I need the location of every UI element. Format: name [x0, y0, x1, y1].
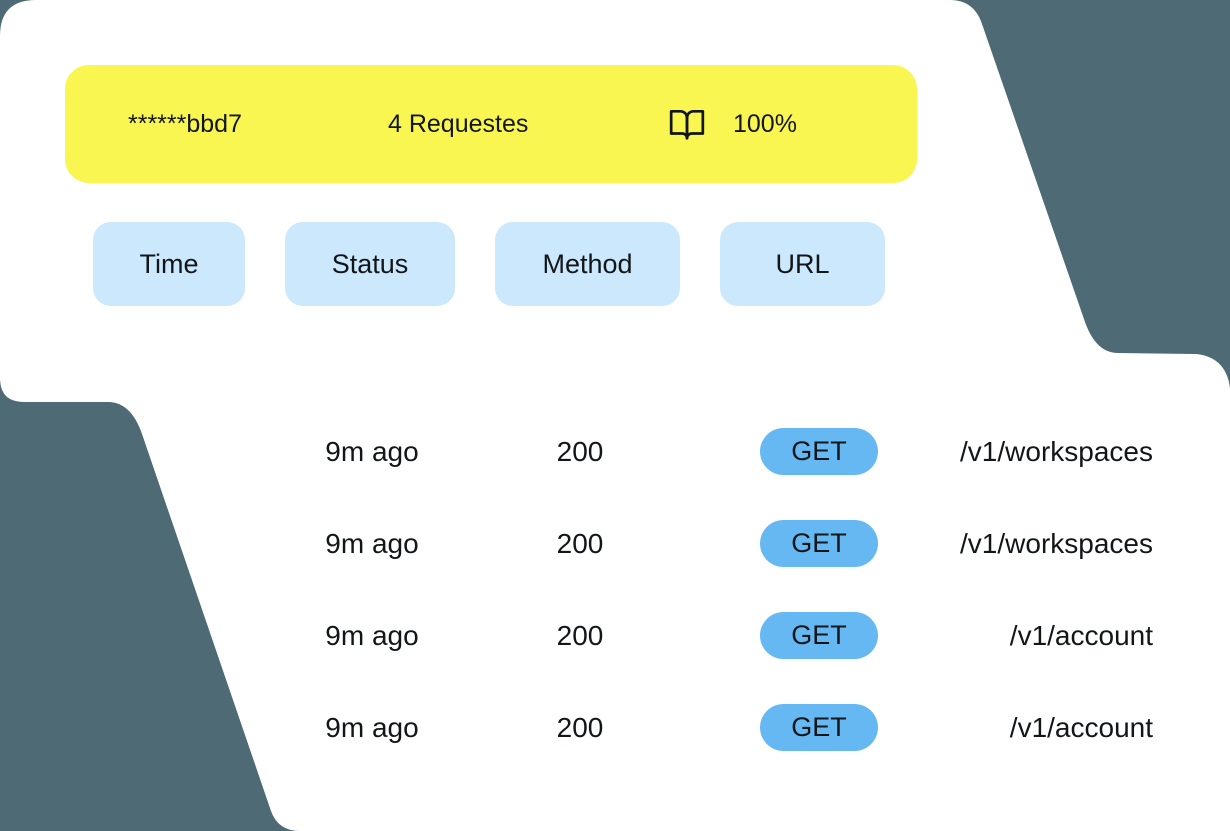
request-row[interactable]: 9m ago 200 GET /v1/account — [0, 612, 1230, 660]
method-badge: GET — [760, 428, 878, 475]
row-status-code: 200 — [556, 436, 604, 467]
row-url: /v1/workspaces — [960, 436, 1153, 467]
api-key-banner: ******bbd7 4 Requestes 100% — [65, 65, 917, 183]
method-badge: GET — [760, 612, 878, 659]
column-header-time[interactable]: Time — [93, 222, 245, 306]
row-status-code: 200 — [556, 712, 604, 743]
row-time: 9m ago — [325, 620, 419, 651]
column-header-method[interactable]: Method — [495, 222, 680, 306]
row-url: /v1/account — [1009, 620, 1153, 651]
column-header-url[interactable]: URL — [720, 222, 885, 306]
column-header-status[interactable]: Status — [285, 222, 455, 306]
usage-percentage: 100% — [733, 110, 797, 138]
method-badge: GET — [760, 704, 878, 751]
open-book-icon — [668, 105, 706, 143]
row-status-code: 200 — [556, 528, 604, 559]
row-url: /v1/account — [1009, 712, 1153, 743]
request-row[interactable]: 9m ago 200 GET /v1/workspaces — [0, 428, 1230, 476]
row-time: 9m ago — [325, 436, 419, 467]
row-status-code: 200 — [556, 620, 604, 651]
row-url: /v1/workspaces — [960, 528, 1153, 559]
column-headers: Time Status Method URL — [93, 222, 885, 306]
method-badge: GET — [760, 520, 878, 567]
request-row[interactable]: 9m ago 200 GET /v1/workspaces — [0, 520, 1230, 568]
row-time: 9m ago — [325, 712, 419, 743]
request-count: 4 Requestes — [388, 110, 529, 138]
request-row[interactable]: 9m ago 200 GET /v1/account — [0, 704, 1230, 752]
row-time: 9m ago — [325, 528, 419, 559]
api-key-masked: ******bbd7 — [128, 110, 242, 138]
